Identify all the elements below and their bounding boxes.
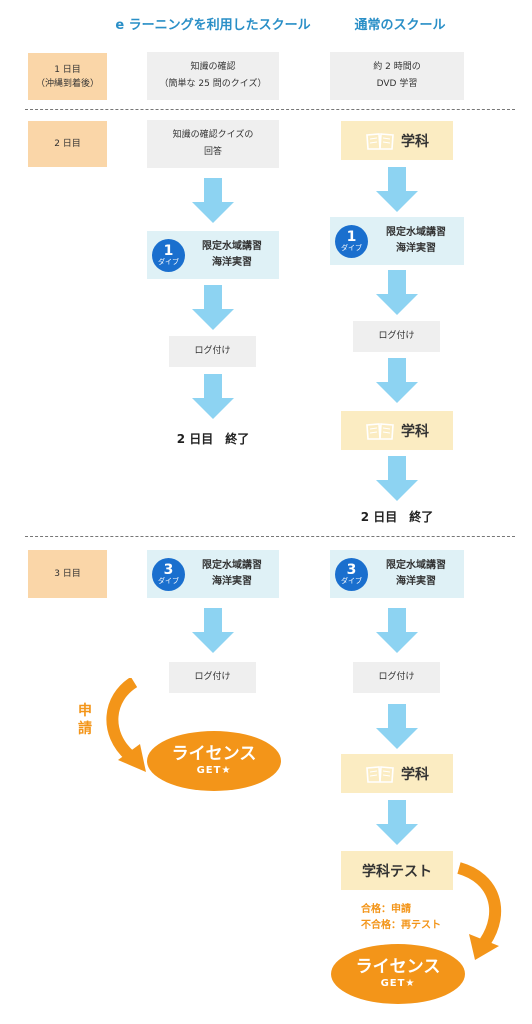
day3-label: 3 日目	[28, 550, 107, 598]
left-license-small: GET★	[196, 765, 232, 776]
right-dive1-box: 1 ダイブ 限定水域講習 海洋実習	[330, 217, 464, 265]
dvd-line1: 約 2 時間の	[373, 62, 421, 72]
separator-day2-day3	[25, 536, 515, 537]
book-icon	[366, 422, 394, 440]
right-license-small: GET★	[380, 978, 416, 989]
right-dive3-box: 3 ダイブ 限定水域講習 海洋実習	[330, 550, 464, 598]
down-arrow-icon	[376, 800, 418, 845]
right-day2-end: 2 日目 終了	[360, 510, 434, 524]
left-dive1-text: 限定水域講習 海洋実習	[185, 239, 279, 271]
day1-label: 1 日目 （沖縄到着後）	[28, 53, 107, 100]
gakka-b-label: 学科	[401, 423, 429, 440]
left-license-big: ライセンス	[171, 744, 257, 764]
separator-day1-day2	[25, 109, 515, 110]
left-dive3-line1: 限定水域講習	[202, 560, 262, 571]
dive3-number: 3	[346, 561, 357, 578]
quiz-answer-box: 知識の確認クイズの 回答	[147, 120, 279, 168]
dvd-study-box: 約 2 時間の DVD 学習	[330, 52, 464, 100]
normal-column-header: 通常のスクール	[354, 18, 446, 33]
dive1-badge: 1 ダイブ	[335, 224, 368, 258]
dive3-sub: ダイブ	[341, 576, 362, 585]
left-logbook3-box: ログ付け	[169, 662, 256, 693]
quiz-answer-line2: 回答	[203, 147, 222, 157]
down-arrow-icon	[192, 374, 234, 419]
right-logbook1-text: ログ付け	[378, 331, 415, 341]
day3-label-text: 3 日目	[54, 569, 81, 579]
gakka-box-a: 学科	[341, 121, 453, 160]
book-icon	[366, 765, 394, 783]
right-logbook3-box: ログ付け	[353, 662, 440, 693]
knowledge-check-line1: 知識の確認	[190, 62, 236, 72]
gakka-test-label: 学科テスト	[362, 863, 432, 880]
left-logbook1-text: ログ付け	[194, 346, 231, 356]
dive1-number: 1	[346, 228, 357, 245]
left-dive1-line1: 限定水域講習	[202, 241, 262, 252]
right-dive3-line1: 限定水域講習	[386, 560, 446, 571]
down-arrow-icon	[376, 608, 418, 653]
dive3-badge: 3 ダイブ	[335, 557, 368, 591]
down-arrow-icon	[376, 358, 418, 403]
down-arrow-icon	[376, 704, 418, 749]
day1-label-line1: 1 日目	[54, 64, 81, 75]
pass-text: 合格：申請	[361, 904, 411, 915]
dive1-badge: 1 ダイブ	[152, 238, 185, 272]
book-icon	[366, 132, 394, 150]
apply-label: 申 請	[78, 703, 92, 737]
right-dive3-text: 限定水域講習 海洋実習	[368, 558, 464, 590]
left-dive3-text: 限定水域講習 海洋実習	[185, 558, 279, 590]
right-logbook1-box: ログ付け	[353, 321, 440, 352]
right-license-badge: ライセンス GET★	[331, 944, 465, 1004]
gakka-c-label: 学科	[401, 766, 429, 783]
left-logbook1-box: ログ付け	[169, 336, 256, 367]
right-dive3-line2: 海洋実習	[396, 576, 436, 587]
down-arrow-icon	[192, 285, 234, 330]
dive1-sub: ダイブ	[341, 243, 362, 252]
left-logbook3-text: ログ付け	[194, 672, 231, 682]
curved-arrow-icon	[106, 678, 146, 772]
day2-label-text: 2 日目	[54, 139, 81, 149]
curved-arrow-icon	[457, 862, 502, 960]
right-dive1-line2: 海洋実習	[396, 243, 436, 254]
day1-label-line2: （沖縄到着後）	[35, 78, 99, 89]
gakka-box-b: 学科	[341, 411, 453, 450]
right-logbook3-text: ログ付け	[378, 672, 415, 682]
dive1-sub: ダイブ	[158, 257, 179, 266]
left-dive1-line2: 海洋実習	[212, 257, 252, 268]
dvd-line2: DVD 学習	[376, 79, 418, 89]
dive3-sub: ダイブ	[158, 576, 179, 585]
dive3-badge: 3 ダイブ	[152, 557, 185, 591]
left-dive3-line2: 海洋実習	[212, 576, 252, 587]
left-dive1-box: 1 ダイブ 限定水域講習 海洋実習	[147, 231, 279, 279]
gakka-box-c: 学科	[341, 754, 453, 793]
down-arrow-icon	[376, 167, 418, 212]
down-arrow-icon	[192, 178, 234, 223]
left-day2-end: 2 日目 終了	[176, 432, 250, 446]
right-license-big: ライセンス	[355, 957, 441, 977]
knowledge-check-box: 知識の確認 （簡単な 25 問のクイズ）	[147, 52, 279, 100]
right-dive1-line1: 限定水域講習	[386, 227, 446, 238]
down-arrow-icon	[376, 456, 418, 501]
gakka-a-label: 学科	[401, 133, 429, 150]
elearning-column-header: e ラーニングを利用したスクール	[115, 18, 311, 33]
down-arrow-icon	[192, 608, 234, 653]
right-dive1-text: 限定水域講習 海洋実習	[368, 225, 464, 257]
dive3-number: 3	[163, 561, 174, 578]
knowledge-check-line2: （簡単な 25 問のクイズ）	[159, 79, 267, 89]
left-license-badge: ライセンス GET★	[147, 731, 281, 791]
gakka-test-box: 学科テスト	[341, 851, 453, 890]
fail-text: 不合格：再テスト	[361, 920, 441, 931]
quiz-answer-line1: 知識の確認クイズの	[172, 130, 254, 140]
dive1-number: 1	[163, 242, 174, 259]
day2-label: 2 日目	[28, 121, 107, 167]
left-dive3-box: 3 ダイブ 限定水域講習 海洋実習	[147, 550, 279, 598]
down-arrow-icon	[376, 270, 418, 315]
